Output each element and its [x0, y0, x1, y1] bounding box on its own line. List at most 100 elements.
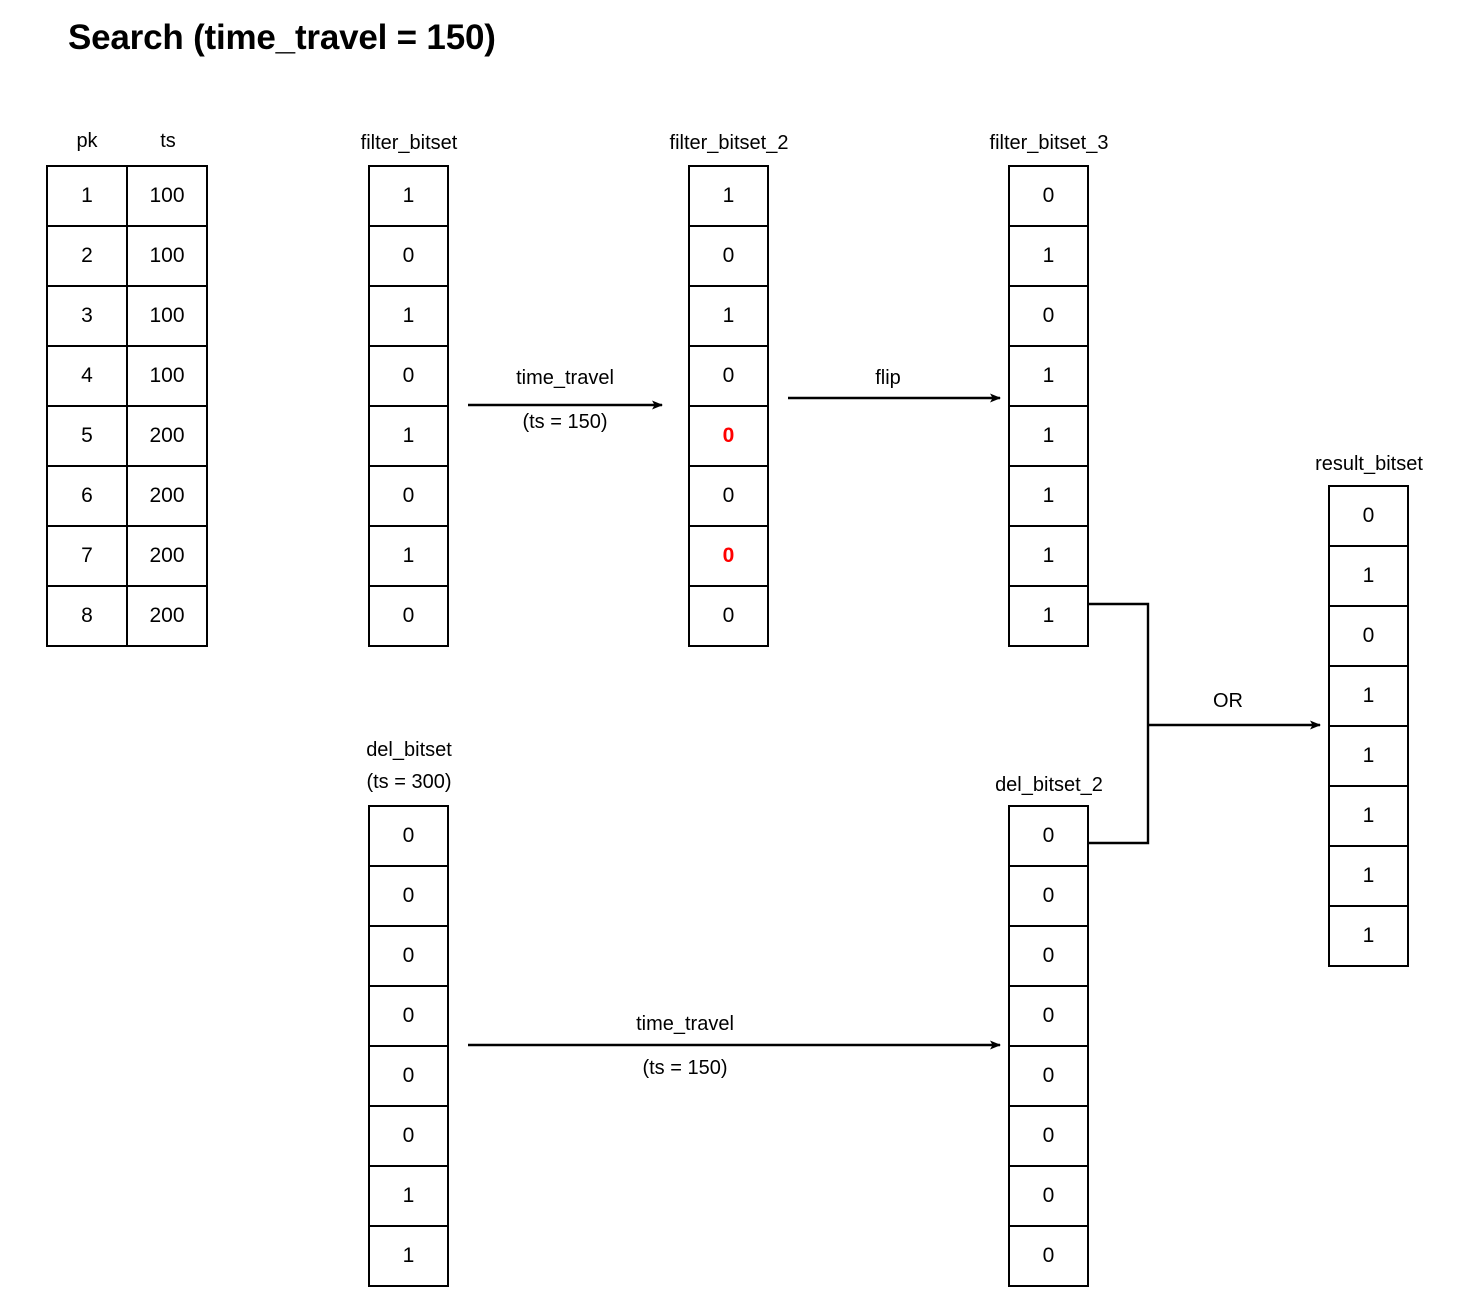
arrow-label-time-travel-top: time_travel (ts = 150): [445, 365, 685, 436]
table-cell-pk: 6: [48, 467, 128, 525]
table-cell-pk: 7: [48, 527, 128, 585]
bitset-cell: 1: [1010, 527, 1087, 587]
arrow-label-time-travel-top-line1: time_travel: [516, 367, 614, 389]
table-cell-ts: 200: [149, 484, 185, 507]
bitset-cell: 1: [1330, 547, 1407, 607]
filter-bitset-2-label: filter_bitset_2: [669, 132, 789, 154]
bitset-cell: 0: [1010, 807, 1087, 867]
bitset-cell: 0: [690, 407, 767, 467]
table-row: 4 100: [48, 347, 206, 407]
arrow-label-time-travel-top-line2: (ts = 150): [522, 411, 608, 433]
bitset-cell: 0: [370, 227, 447, 287]
arrow-label-time-travel-bottom-line2: (ts = 150): [642, 1057, 728, 1079]
table-cell-pk: 2: [48, 227, 128, 285]
table-row: 2 100: [48, 227, 206, 287]
filter-bitset-3-label: filter_bitset_3: [989, 132, 1109, 154]
bitset-cell: 0: [370, 807, 447, 867]
arrow-label-or: OR: [1168, 688, 1288, 715]
del-bitset-2-label: del_bitset_2: [995, 774, 1103, 796]
bitset-cell: 0: [1010, 867, 1087, 927]
bitset-cell: 0: [1010, 287, 1087, 347]
bitset-cell: 1: [1330, 847, 1407, 907]
arrow-label-or-line1: OR: [1213, 690, 1243, 712]
arrow-label-time-travel-bottom: time_travel (ts = 150): [565, 1011, 805, 1082]
bitset-cell: 1: [370, 1227, 447, 1287]
bitset-cell: 0: [690, 467, 767, 527]
filter-bitset-label: filter_bitset: [360, 132, 458, 154]
page-title: Search (time_travel = 150): [68, 18, 496, 57]
connector-filter-bitset-3-to-or: [1089, 602, 1150, 725]
table-cell-ts: 100: [149, 184, 185, 207]
bitset-cell: 1: [370, 287, 447, 347]
bitset-cell: 1: [370, 167, 447, 227]
bitset-cell: 1: [1330, 787, 1407, 847]
bitset-cell: 0: [370, 587, 447, 647]
bitset-cell: 1: [1330, 667, 1407, 727]
table-cell-ts: 200: [149, 604, 185, 627]
table-cell-ts: 100: [149, 364, 185, 387]
bitset-cell: 0: [370, 347, 447, 407]
bitset-cell: 0: [1010, 1047, 1087, 1107]
pk-ts-table: 1 100 2 100 3 100 4 100 5 200 6 200 7 200 8 200: [46, 165, 208, 647]
bitset-cell: 1: [1330, 907, 1407, 967]
bitset-cell: 0: [1330, 487, 1407, 547]
bitset-cell: 0: [1010, 1107, 1087, 1167]
table-cell-pk: 3: [48, 287, 128, 345]
del-bitset-sublabel: (ts = 300): [366, 771, 452, 793]
bitset-cell: 0: [370, 1107, 447, 1167]
bitset-cell: 1: [1010, 227, 1087, 287]
column-header-ts: ts: [160, 130, 176, 152]
arrow-label-time-travel-bottom-line1: time_travel: [636, 1013, 734, 1035]
table-cell-pk: 4: [48, 347, 128, 405]
bitset-cell: 1: [1010, 467, 1087, 527]
result-bitset-label: result_bitset: [1315, 453, 1423, 475]
table-row: 8 200: [48, 587, 206, 647]
bitset-cell: 0: [1010, 927, 1087, 987]
bitset-cell: 1: [690, 287, 767, 347]
bitset-cell: 1: [370, 527, 447, 587]
bitset-cell: 1: [1330, 727, 1407, 787]
table-cell-ts: 100: [149, 244, 185, 267]
table-row: 3 100: [48, 287, 206, 347]
bitset-cell: 1: [370, 407, 447, 467]
arrow-label-flip: flip: [808, 365, 968, 392]
bitset-cell: 0: [690, 227, 767, 287]
bitset-cell: 1: [1010, 587, 1087, 647]
table-cell-pk: 1: [48, 167, 128, 225]
bitset-cell: 0: [690, 347, 767, 407]
bitset-cell: 0: [690, 587, 767, 647]
bitset-cell: 0: [1010, 1227, 1087, 1287]
table-row: 1 100: [48, 167, 206, 227]
table-row: 7 200: [48, 527, 206, 587]
bitset-cell: 0: [1330, 607, 1407, 667]
del-bitset-label: del_bitset: [366, 739, 452, 761]
bitset-cell: 0: [1010, 1167, 1087, 1227]
bitset-cell: 0: [370, 927, 447, 987]
table-cell-pk: 5: [48, 407, 128, 465]
bitset-cell: 0: [370, 867, 447, 927]
table-cell-ts: 200: [149, 424, 185, 447]
table-row: 6 200: [48, 467, 206, 527]
bitset-cell: 0: [690, 527, 767, 587]
table-cell-pk: 8: [48, 587, 128, 645]
arrow-label-flip-line1: flip: [875, 367, 901, 389]
bitset-cell: 1: [690, 167, 767, 227]
bitset-cell: 0: [370, 467, 447, 527]
column-header-pk: pk: [76, 130, 98, 152]
bitset-cell: 0: [370, 987, 447, 1047]
bitset-cell: 0: [1010, 167, 1087, 227]
bitset-cell: 1: [1010, 347, 1087, 407]
bitset-cell: 0: [1010, 987, 1087, 1047]
bitset-cell: 1: [370, 1167, 447, 1227]
bitset-cell: 0: [370, 1047, 447, 1107]
table-cell-ts: 200: [149, 544, 185, 567]
table-cell-ts: 100: [149, 304, 185, 327]
bitset-cell: 1: [1010, 407, 1087, 467]
